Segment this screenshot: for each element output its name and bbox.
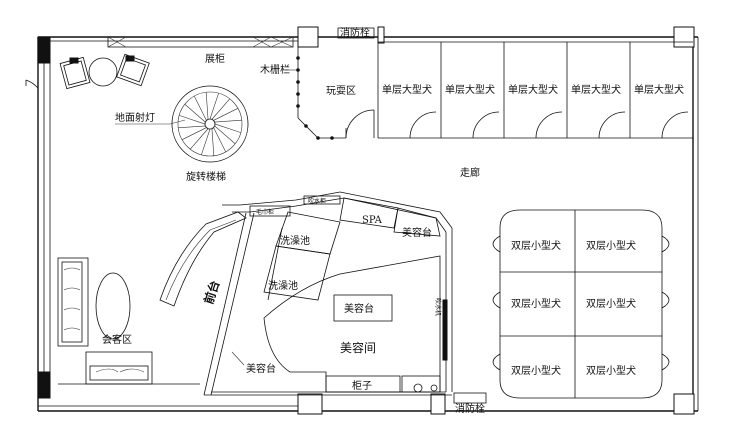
wood-fence-label: 木栅栏 [260,63,290,76]
large-kennel-4: 单层大型犬 [571,83,621,96]
stair-step [184,104,206,123]
grooming-table-left-label: 美容台 [246,362,276,375]
wood-fence [296,47,347,140]
small-kennel-block [492,209,670,399]
display-cabinet-label: 展柜 [205,52,225,65]
stair-step [211,98,230,120]
stair-step [214,125,236,144]
stair-step [213,127,226,153]
large-kennel-1: 单层大型犬 [382,83,432,96]
large-kennel-5: 单层大型犬 [634,83,684,96]
stair-outer-ring [171,85,249,163]
entrance-arc [25,79,39,89]
small-kennel-6: 双层小型犬 [586,364,636,377]
column-top-left [37,36,51,64]
display-cabinet [107,36,294,48]
play-area-label: 玩耍区 [326,85,356,97]
pillar-top-right [673,26,695,48]
fire-hydrant-bottom-label: 消防栓 [455,402,485,415]
fire-hydrant-top-label: 消防栓 [340,26,370,39]
cabinet-label: 柜子 [352,379,372,392]
stair-step [205,92,209,120]
wash-pool-1-label: 洗澡池 [280,234,310,247]
wash-pool-2-label: 洗澡池 [268,279,298,292]
small-kennel-5: 双层小型犬 [511,364,561,377]
large-kennel-3: 单层大型犬 [508,83,558,96]
floor-spotlight-label: 地面射灯 [115,111,155,124]
center-grooming-table-label: 美容台 [344,302,374,315]
lounge-area-label: 会客区 [102,333,132,346]
dryer-cabinet-label: 吹水柜 [308,197,326,205]
stair-step [179,115,206,125]
grooming-table-small-label: 美容台 [402,226,432,239]
grooming-structure [203,191,453,396]
small-kennel-4: 双层小型犬 [586,297,636,310]
stair-step [201,128,211,155]
reception-desk-label: 前台 [201,278,223,305]
column-bottom-left [37,371,51,399]
fire-hydrant-top-box [337,27,375,39]
small-kennel-2: 双层小型犬 [586,239,636,252]
fire-hydrant-bottom-box [453,392,487,404]
spiral-staircase-label: 旋转楼梯 [186,170,226,183]
stair-center-post [204,118,216,130]
large-kennel-block [377,41,693,139]
pillar-bottom-center [430,393,446,415]
stair-step [194,95,207,121]
lounge-furniture [57,257,200,385]
stair-step [190,128,209,150]
pillar-bottom-mid [297,393,323,415]
stair-step [213,108,239,121]
pillar-top-mid [297,26,319,48]
armchair-set [59,53,150,90]
stair-step [211,128,215,156]
reception-desk [159,211,247,307]
stair-step [209,93,219,120]
pillar-top-right-mid [377,26,385,44]
towel-cabinet-label: 毛巾柜 [256,208,274,216]
stair-step [181,127,207,140]
small-kennel-3: 双层小型犬 [511,297,561,310]
spiral-staircase [171,85,249,163]
stair-step [214,119,242,123]
dryer-vertical-label: 吹水机 [434,298,442,316]
play-area-door [345,109,375,139]
small-kennel-1: 双层小型犬 [511,239,561,252]
stair-inner-ring [177,91,243,157]
large-kennel-2: 单层大型犬 [445,83,495,96]
stair-step [178,125,206,129]
corridor-label: 走廊 [460,166,480,179]
pillar-bottom-right [673,393,695,415]
grooming-room-label: 美容间 [340,340,376,355]
exterior-walls [37,36,699,412]
spa-label: SPA [362,215,383,226]
center-grooming-table [333,294,393,322]
stair-step [214,123,241,133]
